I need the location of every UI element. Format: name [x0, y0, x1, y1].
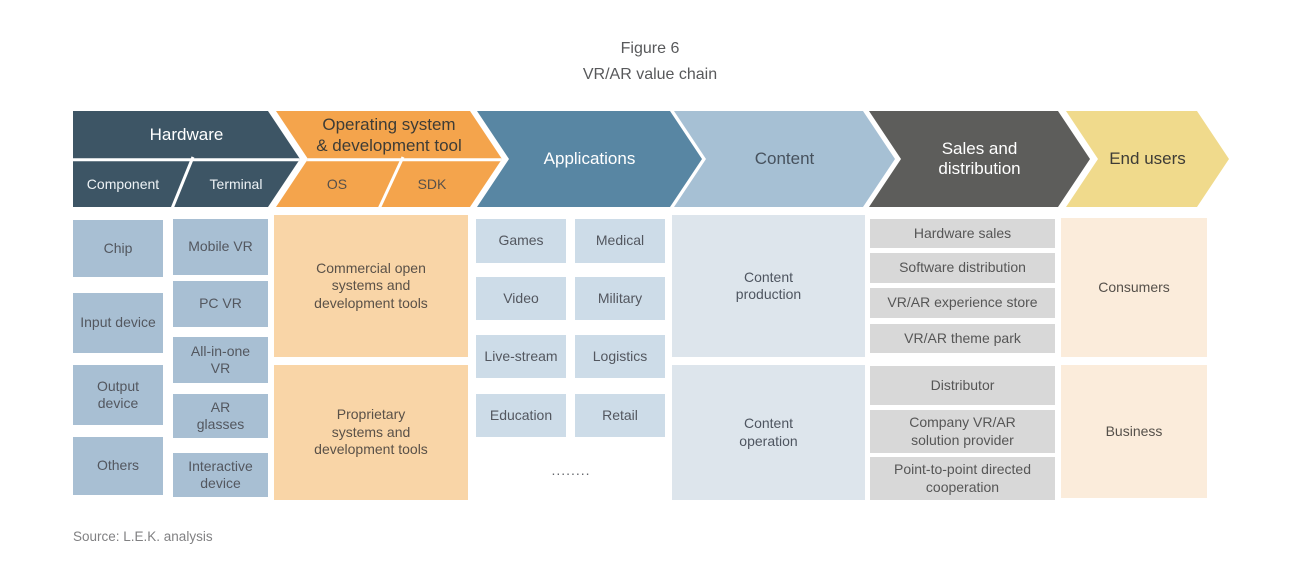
sales-box-solution-provider: Company VR/AR solution provider — [870, 410, 1055, 453]
os-dev-dividers — [276, 156, 502, 207]
arrow-end-users — [1066, 111, 1229, 207]
subheader-sdk: SDK — [417, 176, 447, 192]
sales-box-hardware-sales: Hardware sales — [870, 219, 1055, 248]
application-box-logistics: Logistics — [575, 335, 665, 378]
header-sales-line1: Sales and — [941, 138, 1018, 158]
arrow-sales — [869, 111, 1090, 207]
content-box-production: Content production — [672, 215, 865, 357]
header-hardware: Hardware — [149, 125, 224, 145]
terminal-box-mobile-vr: Mobile VR — [173, 219, 268, 275]
subheader-terminal: Terminal — [209, 176, 263, 192]
terminal-box-pc-vr: PC VR — [173, 281, 268, 327]
end-users-box-business: Business — [1061, 365, 1207, 498]
application-box-medical: Medical — [575, 219, 665, 263]
component-box-input-device: Input device — [73, 293, 163, 353]
sales-box-point-to-point: Point-to-point directed cooperation — [870, 457, 1055, 500]
terminal-box-ar-glasses: AR glasses — [173, 394, 268, 438]
figure-number: Figure 6 — [620, 40, 680, 57]
header-end-users: End users — [1109, 148, 1186, 168]
subheader-component: Component — [86, 176, 160, 192]
content-box-operation: Content operation — [672, 365, 865, 500]
header-content: Content — [754, 148, 815, 168]
application-box-retail: Retail — [575, 394, 665, 437]
figure-title: Figure 6 VR/AR value chain — [0, 36, 1300, 88]
end-users-box-consumers: Consumers — [1061, 218, 1207, 357]
sales-box-experience-store: VR/AR experience store — [870, 288, 1055, 318]
terminal-box-interactive-device: Interactive device — [173, 453, 268, 497]
value-chain-arrows — [73, 111, 1229, 207]
applications-ellipsis: ........ — [551, 462, 591, 478]
component-box-output-device: Output device — [73, 365, 163, 425]
header-sales: Sales and distribution — [869, 111, 1090, 207]
sales-box-distributor: Distributor — [870, 366, 1055, 405]
header-sales-line2: distribution — [938, 159, 1021, 178]
figure-caption: VR/AR value chain — [582, 66, 718, 83]
application-box-games: Games — [476, 219, 566, 263]
os-sdk-box-commercial: Commercial open systems and development … — [274, 215, 468, 357]
source-note: Source: L.E.K. analysis — [73, 529, 213, 544]
arrow-content — [674, 111, 895, 207]
os-sdk-box-proprietary: Proprietary systems and development tool… — [274, 365, 468, 500]
application-box-education: Education — [476, 394, 566, 437]
terminal-box-all-in-one-vr: All-in-one VR — [173, 337, 268, 383]
arrow-applications — [477, 111, 702, 207]
header-os-dev-line1: Operating system — [322, 115, 456, 135]
subheader-os: OS — [326, 176, 348, 192]
sales-box-theme-park: VR/AR theme park — [870, 324, 1055, 353]
application-box-video: Video — [476, 277, 566, 320]
component-box-others: Others — [73, 437, 163, 495]
header-os-dev-line2: & development tool — [316, 135, 462, 155]
header-applications: Applications — [543, 148, 636, 168]
component-box-chip: Chip — [73, 220, 163, 277]
header-os-dev: Operating system & development tool — [276, 111, 502, 160]
application-box-live-stream: Live-stream — [476, 335, 566, 378]
application-box-military: Military — [575, 277, 665, 320]
hardware-dividers — [73, 156, 300, 207]
sales-box-software-distribution: Software distribution — [870, 253, 1055, 283]
